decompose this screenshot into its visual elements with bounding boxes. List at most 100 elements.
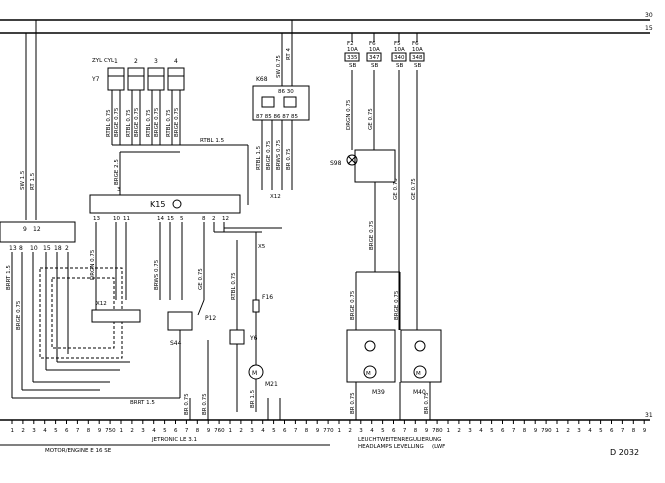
fuse-2-code-box [366, 52, 382, 62]
ruler-number: 3 [468, 428, 472, 434]
ruler-number: 3 [577, 428, 581, 434]
wire-label-brge-m39: BRGE 0.75 [350, 290, 356, 320]
wire-label-brrt-left: BRRT 1.5 [6, 265, 12, 290]
fuse-1-wire: SB [349, 63, 356, 69]
bus-label-15: 15 [645, 25, 653, 32]
wire-label-brge-m40: BRGE 0.75 [394, 290, 400, 320]
fuse-3-rating: 10A [394, 47, 405, 53]
k15-pin-15: 15 [167, 216, 174, 222]
y7-sub-label: ZYL CYL [92, 58, 115, 64]
motor-m40 [413, 365, 427, 379]
k15-pin-10: 10 [113, 216, 120, 222]
wire-label-brws-k15: BRWS 0.75 [154, 259, 160, 290]
section-label-level-abbr: (LWF [432, 444, 445, 450]
ruler-number: 4 [479, 428, 483, 434]
wire-label-br-gnd-1: BR 0.75 [184, 393, 190, 415]
ruler-number: 6 [501, 428, 505, 434]
wire-label-br-k68: BR 0.75 [286, 148, 292, 170]
s44-label: S44 [170, 340, 182, 347]
injector-num-4: 4 [174, 58, 178, 65]
fuse-1-code: 335 [347, 55, 358, 61]
wire-label-rtbl-y6: RTBL 0.75 [231, 272, 237, 300]
wire-label-br-1-5: BR 1.5 [250, 389, 256, 408]
wire-label-sw-0-75: SW 0.75 [276, 55, 282, 78]
ruler-number: 3 [359, 428, 363, 434]
ruler-number: 6 [283, 428, 287, 434]
injector-num-1: 1 [114, 58, 118, 65]
ruler-number: 8 [196, 428, 200, 434]
ruler-number: 5 [599, 428, 603, 434]
x5-label: X5 [258, 244, 266, 250]
ruler-number: 3 [250, 428, 254, 434]
fuse-2-code: 347 [369, 55, 380, 61]
p12-label: P12 [205, 315, 216, 322]
fuse-2-name: F6 [369, 41, 376, 47]
wire-label-ge-right-2: GE 0.75 [393, 178, 399, 200]
ruler-number: 9 [207, 428, 211, 434]
ruler-number: 5 [490, 428, 494, 434]
left-pin-2: 2 [65, 245, 69, 252]
k15-pin-11: 11 [123, 216, 130, 222]
wire-label-br-gnd-2: BR 0.75 [202, 393, 208, 415]
section-label-level-en: HEADLAMPS LEVELLING [358, 444, 424, 450]
fuse-1-name: F2 [347, 41, 354, 47]
left-pin-9: 9 [23, 226, 27, 233]
ruler-number: 6 [65, 428, 69, 434]
wire-label-rtbl-k68: RTBL 1.5 [256, 145, 262, 170]
wire-label-rt-1-5: RT 1.5 [30, 172, 36, 190]
fuse-2-rating: 10A [369, 47, 380, 53]
fuse-3-name: F5 [394, 41, 401, 47]
m21-label: M21 [265, 381, 278, 388]
ruler-number: 4 [152, 428, 156, 434]
ruler-number: 1 [556, 428, 560, 434]
wire-label-rtbl-inj4: RTBL 0.75 [166, 109, 172, 137]
ruler-number: 770 [323, 428, 334, 434]
wire-label-brge-inj1: BRGE 0.75 [114, 107, 120, 137]
ruler-number: 6 [392, 428, 396, 434]
ruler-number: 5 [163, 428, 167, 434]
ruler-number: 9 [425, 428, 429, 434]
motor-m39 [363, 365, 377, 379]
ruler-number: 7 [185, 428, 189, 434]
section-label-jetronic: JETRONIC LE 3.1 [151, 437, 197, 443]
k15-pin-8: 8 [202, 216, 206, 222]
k68-pins-bottom: 87 85 86 87 85 [256, 114, 298, 120]
k15-pin-2: 2 [212, 216, 216, 222]
clock-icon [414, 340, 426, 352]
ruler-number: 8 [632, 428, 636, 434]
ruler-number: 4 [43, 428, 47, 434]
fuse-f16 [252, 299, 260, 313]
bus-label-31: 31 [645, 412, 653, 419]
ruler-number: 3 [32, 428, 36, 434]
section-label-engine: MOTOR/ENGINE E 16 SE [45, 448, 112, 454]
ruler-number: 3 [141, 428, 145, 434]
left-pin-18: 18 [54, 245, 62, 252]
m39-motor-glyph: M [366, 371, 371, 377]
ruler-number: 750 [105, 428, 116, 434]
wire-label-ge-k15: GE 0.75 [198, 268, 204, 290]
fuse-2-wire: SB [371, 63, 378, 69]
k68-coil-1 [261, 96, 275, 108]
ruler-number: 9 [98, 428, 102, 434]
left-pin-15: 15 [43, 245, 51, 252]
fuse-3-code-box [391, 52, 407, 62]
switch-s44 [167, 311, 193, 331]
fuse-4-code-box [409, 52, 425, 62]
ruler-number: 780 [432, 428, 443, 434]
ruler-number: 2 [130, 428, 134, 434]
ruler-number: 7 [403, 428, 407, 434]
ruler-number: 9 [643, 428, 647, 434]
x12-label-k68: X12 [270, 194, 281, 200]
ruler-number: 7 [76, 428, 80, 434]
ruler-number: 8 [414, 428, 418, 434]
ruler-number: 1 [120, 428, 124, 434]
left-pin-10: 10 [30, 245, 38, 252]
ruler-number: 9 [534, 428, 538, 434]
fuse-1-code-box [344, 52, 360, 62]
k15-pin-14: 14 [157, 216, 164, 222]
ruler-number: 1 [338, 428, 342, 434]
left-pin-8: 8 [19, 245, 23, 252]
s98-label: S98 [330, 160, 342, 167]
wire-label-rtbl-inj1: RTBL 0.75 [106, 109, 112, 137]
